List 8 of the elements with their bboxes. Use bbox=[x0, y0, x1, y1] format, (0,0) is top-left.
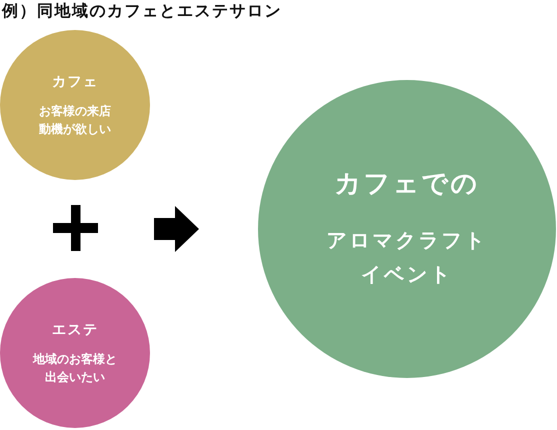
circle-description: 地域のお客様と出会いたい bbox=[32, 350, 118, 386]
circle-description: お客様の来店動機が欲しい bbox=[38, 102, 112, 138]
diagram-title: 例）同地域のカフェとエステサロン bbox=[2, 0, 282, 22]
circle-heading: カフェ bbox=[52, 72, 98, 90]
circle-heading: エステ bbox=[52, 320, 98, 338]
circle-heading: カフェでの bbox=[334, 168, 480, 201]
circle-description: アロマクラフトイベント bbox=[326, 227, 488, 288]
arrow bbox=[154, 206, 199, 252]
